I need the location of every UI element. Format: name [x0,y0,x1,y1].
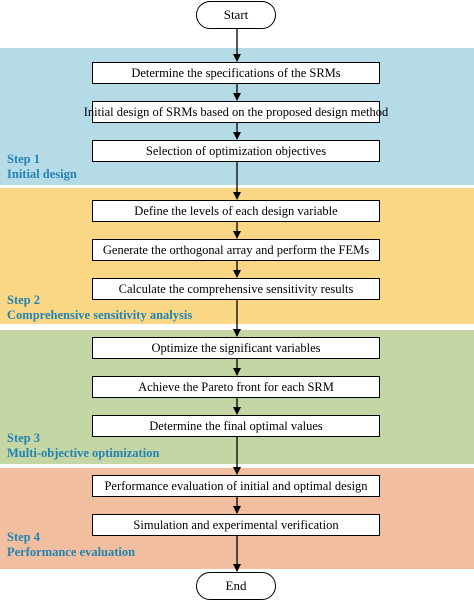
process-box-determine-specifications: Determine the specifications of the SRMs [92,62,380,84]
step-1-label: Step 1 Initial design [7,152,77,182]
process-box-define-levels: Define the levels of each design variabl… [92,200,380,222]
process-box-final-optimal-values: Determine the final optimal values [92,415,380,437]
process-box-initial-design: Initial design of SRMs based on the prop… [84,101,388,123]
step-3-label: Step 3 Multi-objective optimization [7,431,159,461]
end-terminal: End [196,572,276,600]
start-terminal: Start [196,1,276,29]
process-box-orthogonal-array: Generate the orthogonal array and perfor… [92,239,380,261]
step-4-number: Step 4 [7,530,40,544]
step-3-title: Multi-objective optimization [7,446,160,460]
step-1-number: Step 1 [7,152,40,166]
step-4-title: Performance evaluation [7,545,136,559]
process-box-performance-evaluation: Performance evaluation of initial and op… [92,475,380,497]
process-box-sensitivity-results: Calculate the comprehensive sensitivity … [92,278,380,300]
step-2-title: Comprehensive sensitivity analysis [7,308,193,322]
step-3-number: Step 3 [7,431,40,445]
process-box-simulation-verification: Simulation and experimental verification [92,514,380,536]
step-1-title: Initial design [7,167,77,181]
process-box-pareto-front: Achieve the Pareto front for each SRM [92,376,380,398]
process-box-selection-objectives: Selection of optimization objectives [92,140,380,162]
step-4-label: Step 4 Performance evaluation [7,530,135,560]
process-box-optimize-variables: Optimize the significant variables [92,337,380,359]
step-2-label: Step 2 Comprehensive sensitivity analysi… [7,293,192,323]
step-2-number: Step 2 [7,293,40,307]
